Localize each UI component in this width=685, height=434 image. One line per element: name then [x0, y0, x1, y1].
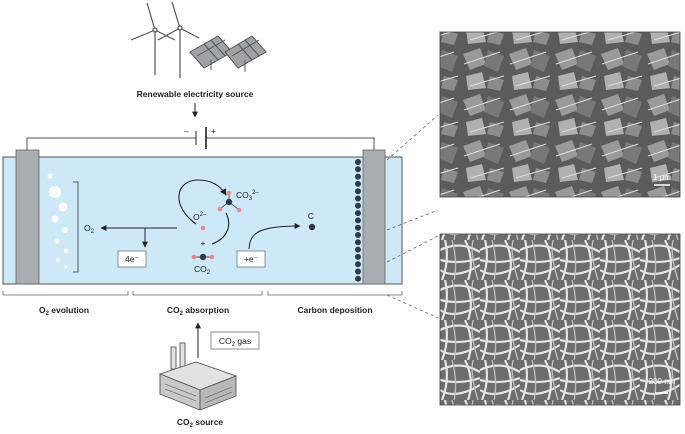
section-brackets — [2, 291, 403, 296]
carbon-label: C — [308, 211, 314, 221]
carbon-deposit-dot — [355, 180, 361, 187]
carbon-deposit-dot — [355, 188, 361, 195]
solar-panel-icon — [189, 35, 267, 72]
battery-minus: – — [184, 126, 189, 136]
circuit-wire — [26, 127, 375, 150]
co2-gas-label: CO2 gas — [219, 336, 251, 348]
carbon-deposit-dot — [355, 159, 361, 165]
cathode — [362, 149, 386, 285]
carbonate-label: CO32– — [236, 190, 259, 202]
co2-label: CO2 — [194, 264, 211, 276]
co2-molecule — [191, 253, 215, 261]
carbon-deposit-dot — [355, 232, 361, 238]
o2-label: O2 — [84, 223, 95, 235]
carbon-deposit-dot — [355, 268, 361, 275]
plus-sign: + — [201, 238, 206, 248]
co2-gas-box — [210, 331, 260, 350]
source-label: Renewable electricity source — [137, 89, 254, 99]
carbon-deposit-dot — [355, 195, 361, 202]
carbon-deposit-dot — [355, 224, 361, 231]
anode — [15, 149, 40, 285]
electrons-out-box — [117, 250, 147, 268]
micrograph-top — [439, 31, 681, 198]
section-carbon-deposition: Carbon deposition — [297, 305, 372, 315]
carbon-atom — [308, 223, 316, 231]
scale-label-bottom: 200 nm — [649, 377, 676, 386]
scale-label-top: 1 μm — [653, 173, 671, 182]
carbon-deposit-dot — [355, 239, 361, 246]
electrons-in-box — [236, 250, 266, 268]
bubble-bracket — [73, 181, 79, 273]
electrons-in-label: +e⁻ — [244, 254, 259, 264]
oxide-ion — [200, 225, 206, 231]
electrolyte-bath — [2, 156, 403, 285]
carbon-deposit-dot — [355, 253, 361, 260]
zoom-lines — [386, 114, 439, 319]
micrograph-bottom — [439, 233, 681, 406]
section-o2-evolution: O2 evolution — [39, 305, 89, 317]
wind-turbine-icon — [130, 1, 200, 78]
carbon-deposit-dot — [355, 173, 361, 180]
carbonate-molecule — [217, 190, 242, 213]
carbon-deposit-dot — [355, 202, 361, 209]
carbon-deposit-dot — [355, 246, 361, 253]
section-co2-absorption: CO2 absorption — [167, 305, 229, 317]
cycle-return — [211, 212, 230, 245]
electrons-out-label: 4e⁻ — [125, 254, 139, 264]
carbon-deposit-dot — [355, 217, 361, 224]
carbon-arrow — [248, 223, 301, 250]
carbon-deposit-dot — [355, 275, 361, 282]
carbon-deposit-dot — [355, 210, 361, 217]
battery-plus: + — [211, 126, 216, 136]
oxide-label: O2– — [193, 212, 207, 222]
factory-icon — [158, 342, 238, 411]
electron-out-arrow — [142, 227, 177, 248]
carbon-deposit-dot — [355, 261, 361, 268]
carbon-deposit-layer — [355, 159, 361, 282]
co2-source-label: CO2 source — [177, 417, 224, 429]
oxygen-bubbles — [47, 173, 69, 269]
cycle-arrow — [178, 179, 227, 225]
carbon-deposit-dot — [355, 166, 361, 173]
